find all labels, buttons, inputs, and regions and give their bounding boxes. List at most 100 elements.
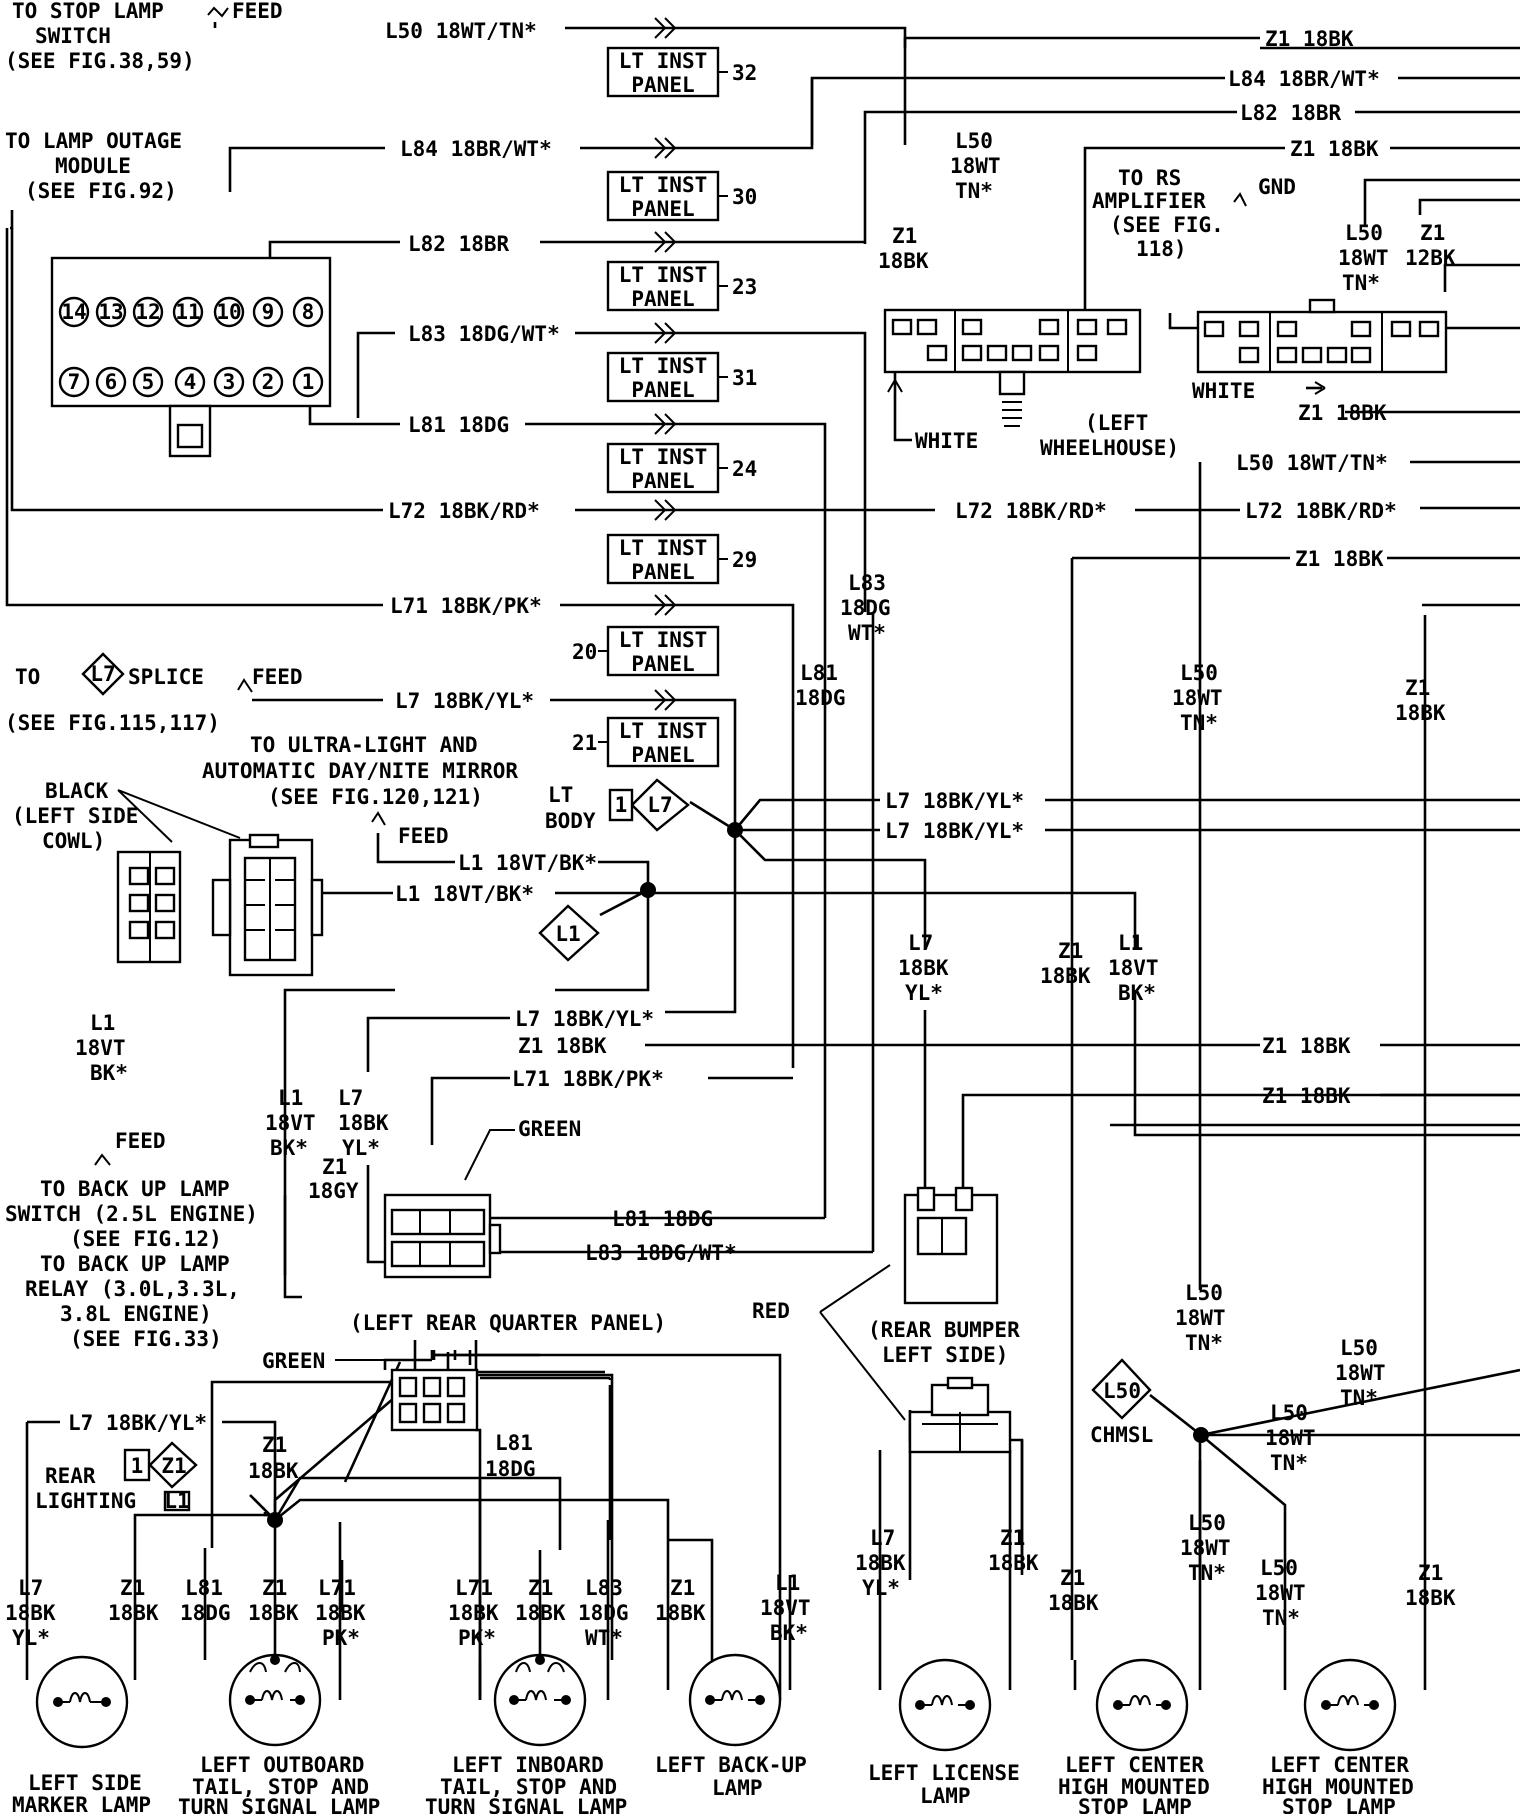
- rear-bumper-red-connector: [903, 1186, 999, 1305]
- lamps-inboard-1: TAIL, STOP AND: [440, 1775, 617, 1799]
- diamonds-l1: L1: [555, 922, 580, 946]
- labels-rear-lighting-0: REAR: [45, 1464, 96, 1488]
- stacked-l1-2: BK*: [770, 1621, 808, 1645]
- tabs-l1: L1: [164, 1489, 189, 1513]
- stacked-l7-0: L7: [338, 1086, 363, 1110]
- stacked-l83-0: L83: [848, 571, 886, 595]
- stacked-z1-12-1: 12BK: [1405, 246, 1456, 270]
- wires-l7s: L7 18BK/YL*: [885, 789, 1024, 813]
- lamps-marker-1: MARKER LAMP: [12, 1793, 151, 1814]
- stacked-l1-1: 18VT: [760, 1596, 811, 1620]
- labels-backup-switch-5: 3.8L ENGINE): [60, 1302, 212, 1326]
- stacked-l7-2: YL*: [905, 981, 943, 1005]
- wires-l83: L83 18DG/WT*: [408, 322, 560, 346]
- stacked-l71-1: 18BK: [315, 1601, 366, 1625]
- labels-backup-switch-1: SWITCH (2.5L ENGINE): [5, 1202, 258, 1226]
- labels-l7-splice-0: TO: [15, 665, 40, 689]
- splice-dots: [267, 822, 1209, 1528]
- labels-lt-body-1: BODY: [545, 809, 596, 833]
- wires-l82: L82 18BR: [408, 232, 510, 256]
- labels-white: WHITE: [915, 429, 978, 453]
- stacked-l71-0: L71: [318, 1576, 356, 1600]
- stacked-l1-2: BK*: [90, 1061, 128, 1085]
- labels-mirror-0: TO ULTRA-LIGHT AND: [250, 733, 478, 757]
- stacked-l71-2: PK*: [322, 1626, 360, 1650]
- stacked-l50-1: 18WT: [1265, 1426, 1316, 1450]
- stacked-l7-0: L7: [870, 1526, 895, 1550]
- labels-rear-lighting-1: LIGHTING: [35, 1489, 136, 1513]
- lamps-outboard-2: TURN SIGNAL LAMP: [178, 1795, 380, 1814]
- labels-red: RED: [752, 1299, 790, 1323]
- stacked-l50-2: TN*: [1342, 271, 1380, 295]
- labels-black-cowl-1: (LEFT SIDE: [12, 804, 138, 828]
- lt-inst-panel-line2: PANEL: [631, 197, 694, 221]
- labels-stop-lamp-switch-0: TO STOP LAMP: [12, 0, 164, 23]
- wires-l82: L82 18BR: [1240, 101, 1342, 125]
- lt-inst-panel-line2: PANEL: [631, 73, 694, 97]
- stacked-z1-0: Z1: [1405, 676, 1430, 700]
- labels-rs-amplifier-2: (SEE FIG.: [1110, 213, 1224, 237]
- module-pins-bottom: 7 6 5 4 3 2 1: [58, 366, 324, 398]
- stacked-l50-1: 18WT: [1180, 1536, 1231, 1560]
- wires-z1: Z1 18BK: [1298, 401, 1387, 425]
- lamps-backup-0: LEFT BACK-UP: [655, 1753, 807, 1777]
- labels-backup-switch-4: RELAY (3.0L,3.3L,: [25, 1277, 240, 1301]
- labels-feed: FEED: [232, 0, 283, 23]
- module-pins-bottom-3: 4: [184, 370, 197, 394]
- module-pins-top-3: 11: [175, 300, 200, 324]
- stacked-z1-0: Z1: [1058, 939, 1083, 963]
- labels-rear-bumper-0: (REAR BUMPER: [868, 1318, 1020, 1342]
- lamp-symbols: [35, 1653, 1397, 1752]
- stacked-z1-1: 18BK: [1040, 964, 1091, 988]
- lt-inst-panel-line1: LT INST: [619, 263, 708, 287]
- stacked-l1-1: 18VT: [75, 1036, 126, 1060]
- stacked-z1gy-1: 18GY: [308, 1179, 359, 1203]
- stacked-l71-1: 18BK: [448, 1601, 499, 1625]
- lamp-outage-module-connector: 14 13 12 11 10 9 8 7 6 5 4 3 2 1: [50, 256, 332, 458]
- black-cowl-connector: [116, 850, 182, 964]
- stacked-l81-0: L81: [800, 661, 838, 685]
- wires-l84: L84 18BR/WT*: [1228, 67, 1380, 91]
- module-pins-top-0: 14: [61, 300, 86, 324]
- stacked-l83-0: L83: [585, 1576, 623, 1600]
- stacked-z1-0: Z1: [1000, 1526, 1025, 1550]
- stacked-l50-2: TN*: [1180, 711, 1218, 735]
- wires-l81b: L81 18DG: [612, 1207, 713, 1231]
- stacked-l50-2: TN*: [1185, 1331, 1223, 1355]
- rear-lighting-green-connector: [390, 1368, 479, 1432]
- wires-l7: L7 18BK/YL*: [395, 689, 534, 713]
- lt-inst-panel-line2: PANEL: [631, 652, 694, 676]
- stacked-l7-1: 18BK: [338, 1111, 389, 1135]
- lt-inst-panel-line1: LT INST: [619, 719, 708, 743]
- module-pins-top-1: 13: [98, 300, 123, 324]
- stacked-z1-1: 18BK: [1405, 1586, 1456, 1610]
- stacked-l7-0: L7: [18, 1576, 43, 1600]
- stacked-l1-0: L1: [775, 1571, 800, 1595]
- lamps-license-1: LAMP: [920, 1784, 971, 1808]
- lamps-license-0: LEFT LICENSE: [868, 1761, 1020, 1785]
- lt-inst-panel-line2: PANEL: [631, 287, 694, 311]
- lt-inst-panel-pins-3: 31: [732, 366, 757, 390]
- stacked-l83-2: WT*: [585, 1626, 623, 1650]
- splice-diamonds: L7 L7 1 L1 Z1 1 L1 L50: [81, 652, 1152, 1513]
- labels-chmsl: CHMSL: [1090, 1423, 1153, 1447]
- stacked-l7-1: 18BK: [5, 1601, 56, 1625]
- labels-white: WHITE: [1192, 379, 1255, 403]
- labels-backup-switch-3: TO BACK UP LAMP: [40, 1252, 230, 1276]
- stacked-l50-1: 18WT: [1338, 246, 1389, 270]
- wires-l7: L7 18BK/YL*: [68, 1411, 207, 1435]
- stacked-z1-0: Z1: [670, 1576, 695, 1600]
- stacked-z1-0: Z1: [120, 1576, 145, 1600]
- lamps-chmsl1-2: STOP LAMP: [1078, 1795, 1192, 1814]
- stacked-z1-1: 18BK: [988, 1551, 1039, 1575]
- left-wheelhouse-connector: [883, 308, 1142, 442]
- module-pins-bottom-6: 1: [302, 370, 315, 394]
- module-pins-bottom-0: 7: [68, 370, 81, 394]
- stacked-l71-0: L71: [455, 1576, 493, 1600]
- labels-feed: FEED: [252, 665, 303, 689]
- wires-l71: L71 18BK/PK*: [390, 594, 542, 618]
- stacked-l1-1: 18VT: [265, 1111, 316, 1135]
- lt-inst-panel-line1: LT INST: [619, 49, 708, 73]
- stacked-l7-1: 18BK: [855, 1551, 906, 1575]
- labels-feed: FEED: [398, 824, 449, 848]
